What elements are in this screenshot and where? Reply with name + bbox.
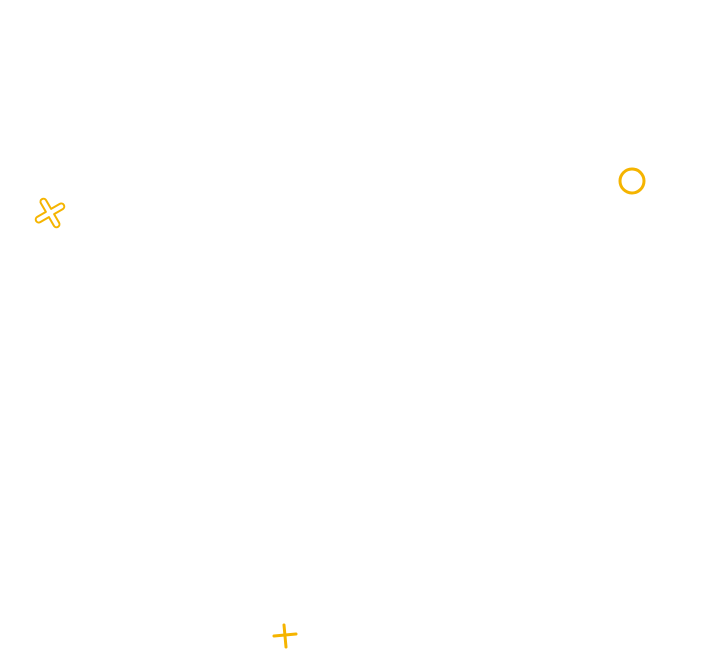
ring-icon: [618, 167, 646, 195]
plus-icon: [272, 623, 298, 649]
outline-cross-icon: [34, 197, 66, 229]
